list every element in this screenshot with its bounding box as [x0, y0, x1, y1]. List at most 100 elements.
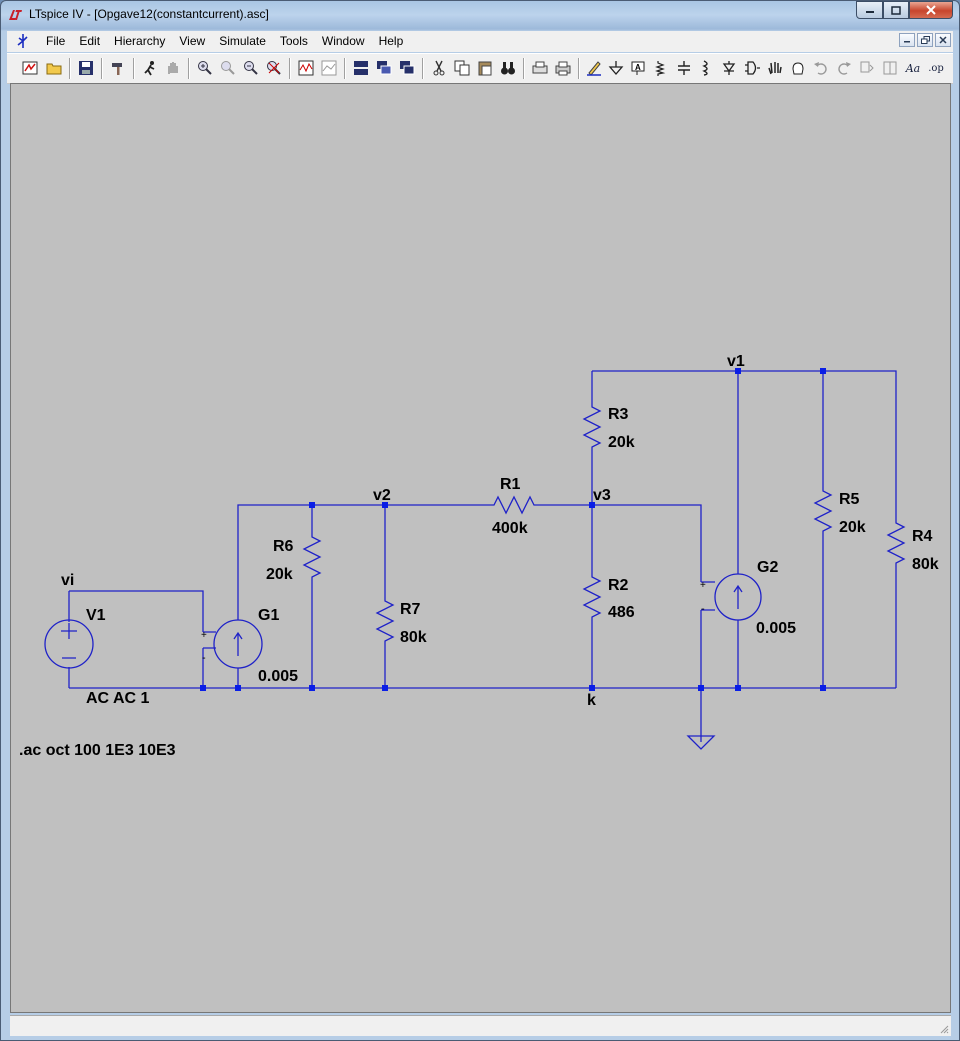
net-label-k[interactable]: k	[587, 692, 596, 709]
r2-name[interactable]: R2	[608, 577, 629, 594]
component-button[interactable]	[743, 59, 761, 77]
r3-name[interactable]: R3	[608, 406, 629, 423]
r4-name[interactable]: R4	[912, 528, 933, 545]
menu-window[interactable]: Window	[321, 34, 365, 48]
r5-name[interactable]: R5	[839, 491, 860, 508]
draw-wire-button[interactable]	[585, 59, 603, 77]
maximize-button[interactable]	[883, 1, 909, 19]
halt-button[interactable]	[164, 59, 182, 77]
title-bar[interactable]: LTspice IV - [Opgave12(constantcurrent).…	[1, 1, 959, 29]
capacitor-button[interactable]	[675, 59, 693, 77]
run-button[interactable]	[141, 59, 159, 77]
net-label-v2[interactable]: v2	[373, 487, 391, 504]
rotate-button[interactable]	[858, 59, 876, 77]
g2-name[interactable]: G2	[757, 559, 778, 576]
copy-button[interactable]	[453, 59, 471, 77]
waveform-dim-button[interactable]	[320, 59, 338, 77]
resistor-r2[interactable]	[582, 573, 602, 621]
schematic-drawing[interactable]: + - + - vi	[11, 84, 950, 1012]
r6-name[interactable]: R6	[273, 538, 294, 555]
spice-directive[interactable]: .ac oct 100 1E3 10E3	[19, 742, 176, 759]
resistor-button[interactable]	[652, 59, 670, 77]
r1-value[interactable]: 400k	[492, 520, 528, 537]
voltage-source-v1[interactable]	[44, 619, 94, 669]
r7-value[interactable]: 80k	[400, 629, 427, 646]
close-button[interactable]	[909, 1, 953, 19]
v1-value[interactable]: AC AC 1	[86, 690, 150, 707]
text-button[interactable]: Aa	[905, 61, 921, 75]
resistor-r6[interactable]	[302, 533, 322, 581]
move-button[interactable]	[766, 59, 784, 77]
r4-value[interactable]: 80k	[912, 556, 939, 573]
schematic-canvas[interactable]: + - + - vi	[10, 83, 951, 1013]
net-label-v1[interactable]: v1	[727, 353, 745, 370]
doc-restore-button[interactable]	[917, 33, 933, 47]
menu-file[interactable]: File	[46, 34, 66, 48]
resistor-r3[interactable]	[582, 403, 602, 451]
pan-button[interactable]	[219, 59, 237, 77]
resistor-r7[interactable]	[375, 597, 395, 645]
menu-hierarchy[interactable]: Hierarchy	[114, 34, 166, 48]
r2-value[interactable]: 486	[608, 604, 635, 621]
hammer-icon	[112, 63, 122, 75]
diode-button[interactable]	[720, 59, 738, 77]
cascade-button[interactable]	[375, 59, 393, 77]
menu-edit[interactable]: Edit	[79, 34, 101, 48]
ground-symbol[interactable]	[686, 735, 716, 750]
net-label-v3[interactable]: v3	[593, 487, 611, 504]
control-panel-button[interactable]	[109, 59, 127, 77]
open-button[interactable]	[45, 59, 63, 77]
zoom-out-button[interactable]	[242, 59, 260, 77]
zoom-fit-button[interactable]	[265, 59, 283, 77]
g1-value[interactable]: 0.005	[258, 668, 298, 685]
paste-button[interactable]	[476, 59, 494, 77]
tile-vertical-button[interactable]	[398, 59, 416, 77]
find-button[interactable]	[499, 59, 517, 77]
resize-grip-icon[interactable]	[939, 1024, 949, 1034]
zoom-in-button[interactable]	[196, 59, 214, 77]
undo-button[interactable]	[812, 59, 830, 77]
mirror-button[interactable]	[881, 59, 899, 77]
g1-name[interactable]: G1	[258, 607, 279, 624]
redo-button[interactable]	[835, 59, 853, 77]
new-schematic-button[interactable]	[21, 59, 39, 77]
wire-v1-bus[interactable]	[592, 370, 897, 519]
zoom-out-icon	[244, 61, 258, 75]
print-button[interactable]	[554, 59, 572, 77]
resistor-r5[interactable]	[813, 487, 833, 535]
r5-value[interactable]: 20k	[839, 519, 866, 536]
menu-tools[interactable]: Tools	[279, 34, 308, 48]
ground-button[interactable]	[607, 59, 625, 77]
resistor-r1[interactable]	[490, 495, 538, 515]
current-source-g1[interactable]	[203, 619, 263, 669]
schematic-doc-icon[interactable]	[15, 33, 31, 49]
save-icon	[79, 61, 93, 75]
r7-name[interactable]: R7	[400, 601, 421, 618]
r3-value[interactable]: 20k	[608, 434, 635, 451]
menu-simulate[interactable]: Simulate	[219, 34, 266, 48]
v1-name[interactable]: V1	[86, 607, 106, 624]
resistor-r4[interactable]	[886, 519, 906, 567]
current-source-g2[interactable]	[701, 573, 762, 621]
label-net-button[interactable]: A	[629, 59, 647, 77]
doc-close-button[interactable]	[935, 33, 951, 47]
doc-minimize-button[interactable]	[899, 33, 915, 47]
wire-v3[interactable]	[538, 504, 702, 582]
r1-name[interactable]: R1	[500, 476, 521, 493]
wire-g1-output[interactable]	[237, 504, 312, 620]
menu-view[interactable]: View	[179, 34, 206, 48]
net-label-vi[interactable]: vi	[61, 572, 74, 589]
menu-help[interactable]: Help	[378, 34, 404, 48]
waveform-button[interactable]	[297, 59, 315, 77]
drag-button[interactable]	[789, 59, 807, 77]
r6-value[interactable]: 20k	[266, 566, 293, 583]
g2-value[interactable]: 0.005	[756, 620, 796, 637]
spice-directive-button[interactable]: .op	[928, 62, 944, 74]
cut-button[interactable]	[430, 59, 448, 77]
wire-vi[interactable]	[69, 590, 204, 632]
print-setup-button[interactable]	[531, 59, 549, 77]
tile-horizontal-button[interactable]	[352, 59, 370, 77]
minimize-button[interactable]	[856, 1, 883, 19]
inductor-button[interactable]	[697, 59, 715, 77]
save-button[interactable]	[77, 59, 95, 77]
